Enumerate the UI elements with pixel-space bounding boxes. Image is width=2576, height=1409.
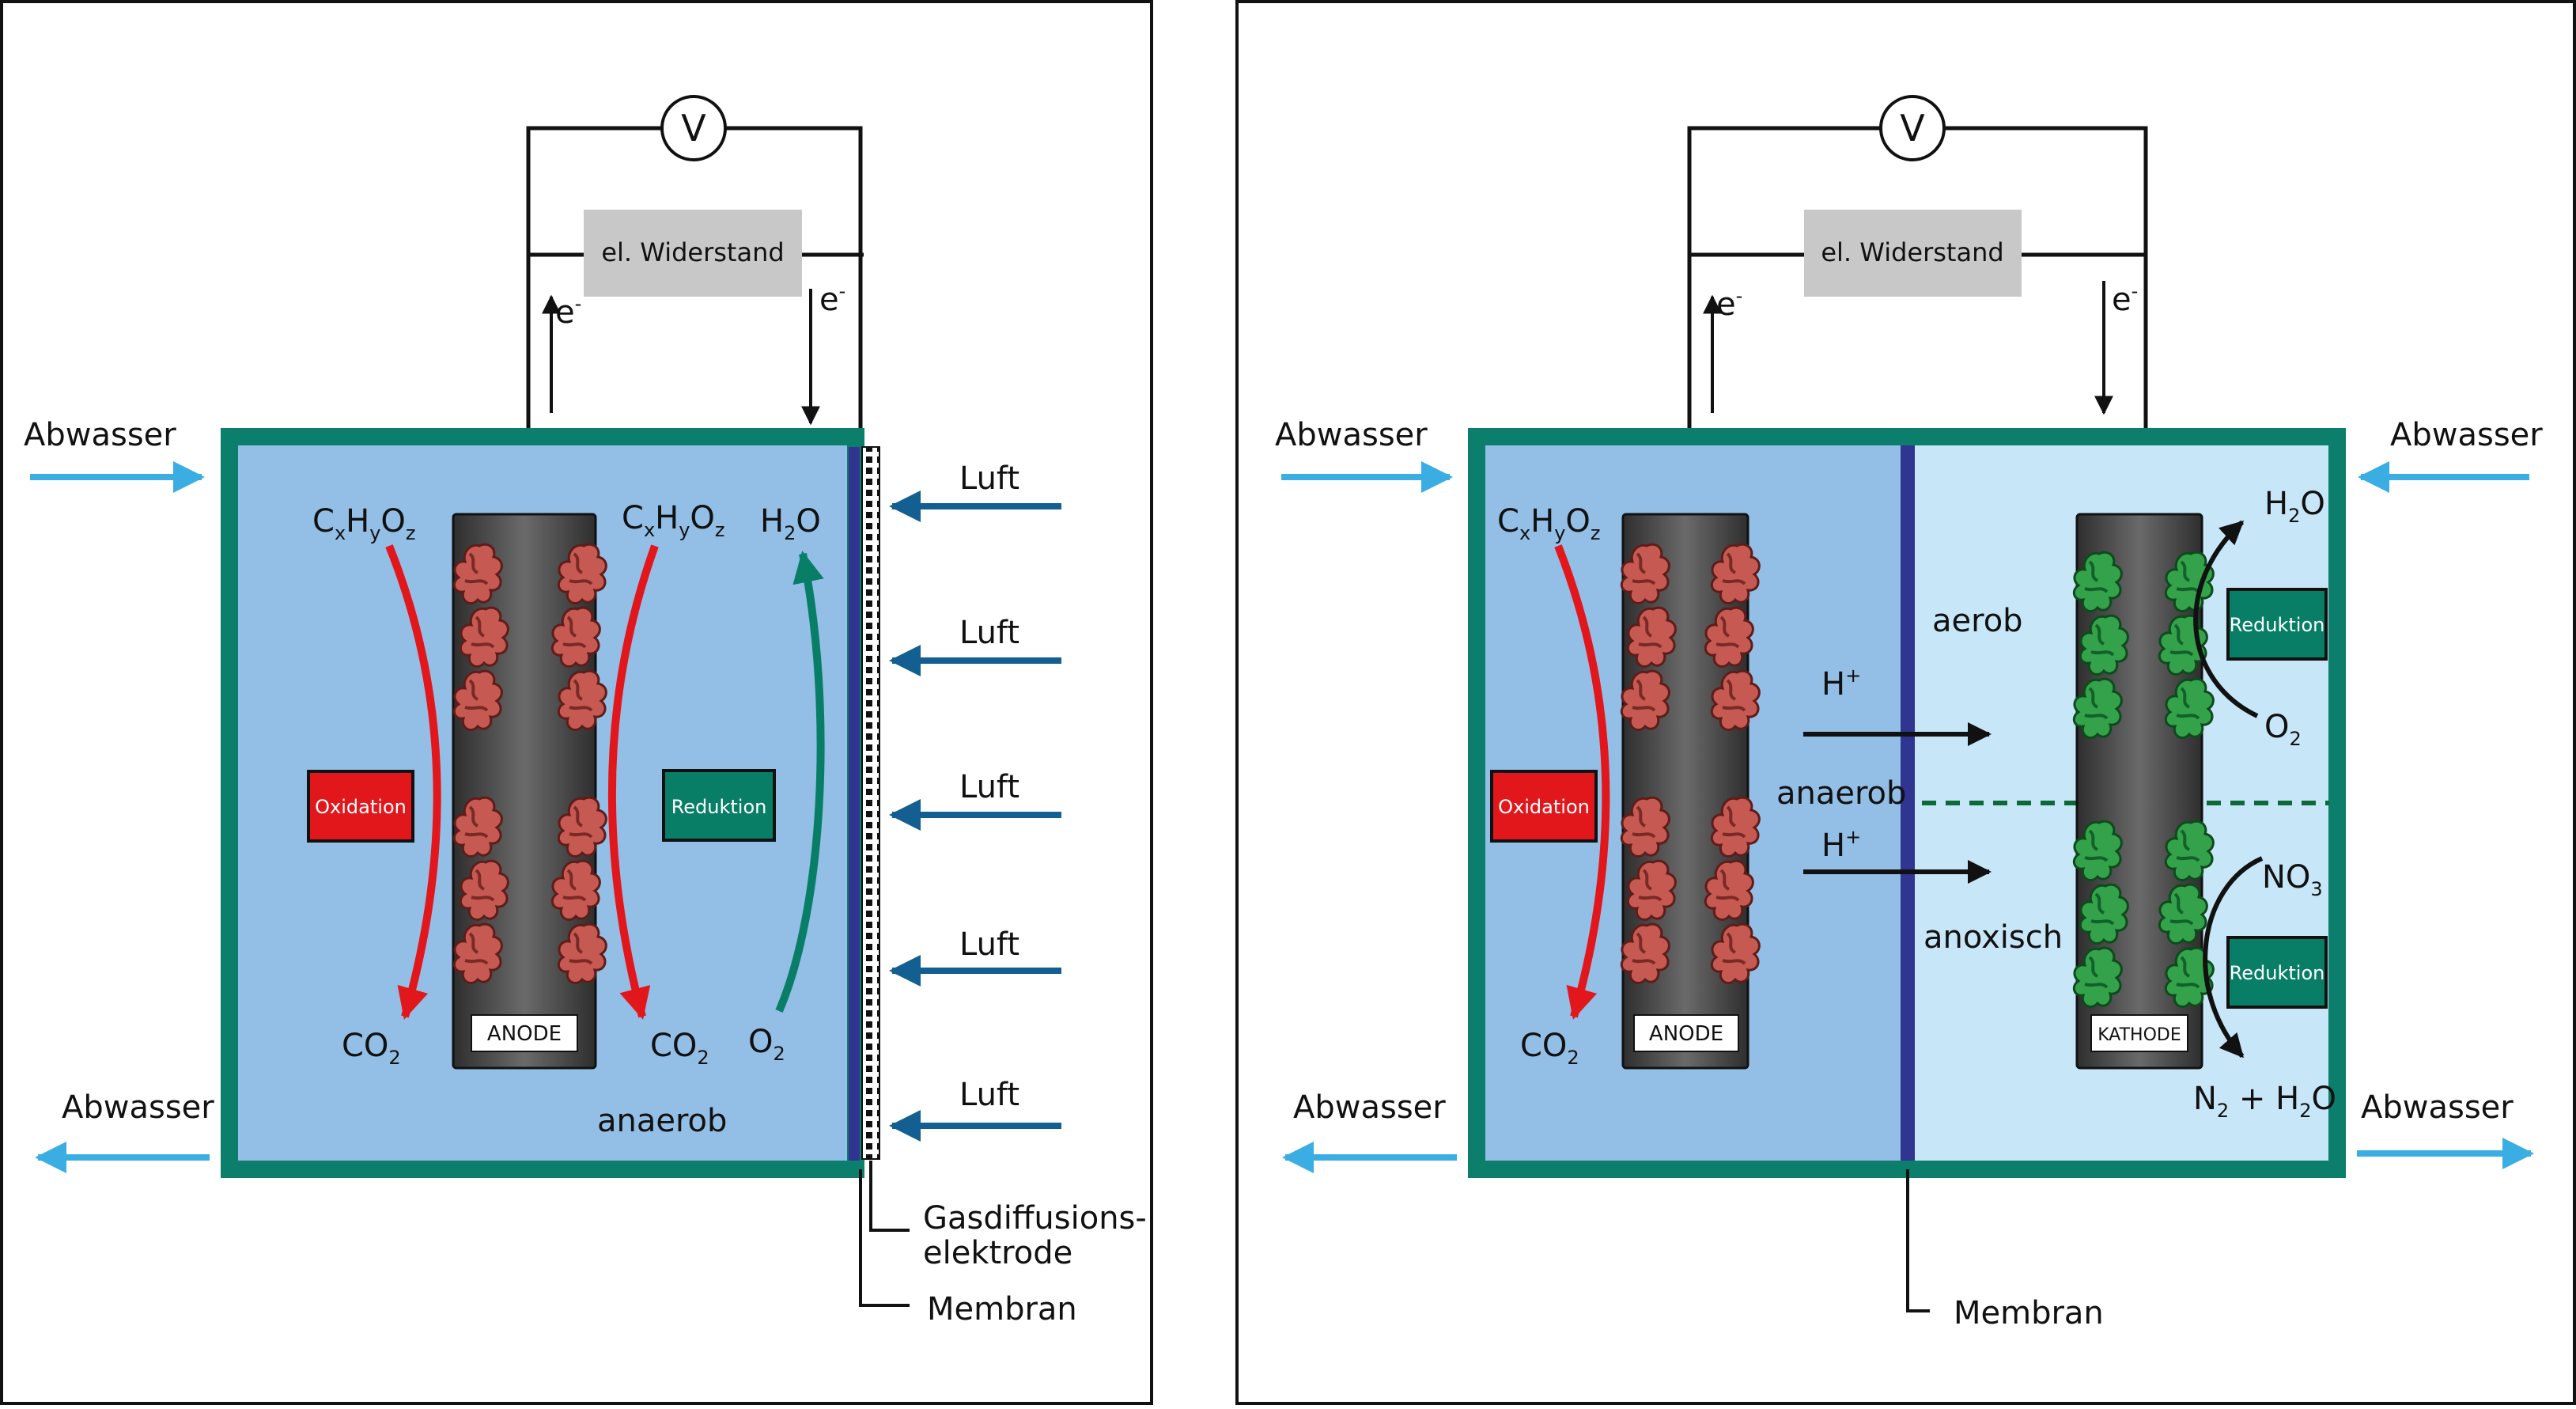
- left-anode-label: ANODE: [487, 1022, 562, 1046]
- right-voltmeter-label: V: [1900, 107, 1925, 150]
- right-membrane: [1901, 445, 1915, 1161]
- right-oxygen-reduction-arrow: [2193, 520, 2259, 718]
- svg-text:e-: e-: [2112, 280, 2138, 318]
- right-panel: V el. Widerstand e- e- Membran Abwasser …: [1235, 0, 2576, 1405]
- right-wastewater-out-left-label: Abwasser: [1293, 1089, 1446, 1126]
- right-electron-up-label: e: [1716, 286, 1736, 323]
- left-oxidation-box: [307, 770, 414, 843]
- left-reduction-label: Reduktion: [671, 796, 767, 818]
- right-reduction-label-1: Reduktion: [2230, 614, 2325, 636]
- right-anode-label: ANODE: [1649, 1022, 1723, 1046]
- left-oxidation-arrow-2: [608, 544, 659, 1020]
- left-oxidation-arrow-1: [385, 544, 441, 1020]
- right-proton-label-1: H+: [1821, 665, 1861, 703]
- air-label: Luft: [959, 926, 1019, 963]
- left-gde-label-2: elektrode: [923, 1235, 1072, 1271]
- right-oxidation-box: [1490, 770, 1598, 843]
- air-label: Luft: [959, 615, 1019, 651]
- right-proton-label-2: H+: [1821, 826, 1861, 864]
- left-o2-label: O2: [748, 1024, 785, 1065]
- right-reduction-box-2: [2226, 936, 2328, 1009]
- right-oxidation-arrow: [1554, 544, 1610, 1020]
- right-voltmeter: [1879, 95, 1946, 161]
- right-anoxisch-label: anoxisch: [1923, 919, 2063, 956]
- left-condition-label: anaerob: [597, 1103, 727, 1139]
- right-nitrate-label: NO3: [2262, 859, 2323, 900]
- right-nitrate-reduction-arrow: [2203, 856, 2264, 1059]
- right-membrane-label: Membran: [1954, 1295, 2104, 1331]
- left-membrane: [849, 447, 860, 1161]
- left-co2-label-2: CO2: [650, 1028, 709, 1069]
- left-wastewater-out-label: Abwasser: [62, 1089, 214, 1126]
- left-voltmeter-label: V: [681, 107, 706, 150]
- left-reduction-box: [662, 769, 776, 842]
- right-wastewater-in-left-label: Abwasser: [1275, 417, 1428, 453]
- left-anode-tag: [471, 1014, 578, 1052]
- right-cathode-tag: [2090, 1014, 2188, 1052]
- air-label: Luft: [959, 460, 1019, 497]
- air-label: Luft: [959, 769, 1019, 805]
- left-gde-label-1: Gasdiffusions-: [923, 1200, 1147, 1237]
- left-air-inlets: Luft Luft Luft Luft Luft: [889, 460, 1061, 1142]
- right-resistor: [1804, 210, 2022, 297]
- right-anaerob-label: anaerob: [1776, 775, 1906, 812]
- svg-text:e-: e-: [555, 293, 581, 331]
- air-label: Luft: [959, 1077, 1019, 1113]
- left-resistor-label: el. Widerstand: [601, 237, 784, 267]
- left-substrate-1: CxHyOz: [312, 503, 416, 544]
- left-co2-label-1: CO2: [342, 1028, 401, 1069]
- right-resistor-label: el. Widerstand: [1821, 237, 2003, 267]
- left-electron-down-label: e: [819, 282, 839, 318]
- left-resistor: [584, 210, 802, 297]
- right-reduction-box-1: [2226, 588, 2328, 661]
- left-voltmeter: [660, 95, 727, 161]
- left-oxidation-label: Oxidation: [315, 796, 407, 818]
- right-co2-label: CO2: [1520, 1028, 1579, 1069]
- left-wastewater-in-label: Abwasser: [24, 417, 176, 453]
- right-o2-label: O2: [2264, 709, 2302, 750]
- left-panel: V el. Widerstand e- e- Gasdiffusions- el…: [0, 0, 1153, 1405]
- right-water-label: H2O: [2264, 486, 2325, 527]
- svg-text:e-: e-: [1716, 285, 1742, 323]
- svg-text:e-: e-: [819, 280, 845, 318]
- left-gde-leader: [869, 1161, 910, 1232]
- left-substrate-2: CxHyOz: [622, 500, 725, 541]
- right-substrate-label: CxHyOz: [1497, 503, 1601, 544]
- right-aerob-label: aerob: [1932, 603, 2023, 639]
- right-cathode-label: KATHODE: [2097, 1025, 2181, 1045]
- right-membrane-leader: [1906, 1169, 1930, 1312]
- left-water-label: H2O: [760, 503, 821, 544]
- right-anode-tag: [1633, 1014, 1739, 1052]
- left-gas-diffusion-electrode: [861, 446, 880, 1160]
- left-membrane-label: Membran: [927, 1291, 1077, 1328]
- right-products-label: N2 + H2O: [2193, 1081, 2336, 1122]
- right-wastewater-out-right-label: Abwasser: [2361, 1089, 2514, 1126]
- right-oxidation-label: Oxidation: [1498, 796, 1590, 818]
- left-membrane-leader: [859, 1169, 910, 1307]
- right-reduction-label-2: Reduktion: [2230, 962, 2325, 984]
- right-electron-down-label: e: [2112, 282, 2132, 318]
- right-wastewater-in-right-label: Abwasser: [2390, 417, 2543, 453]
- left-electron-up-label: e: [555, 294, 575, 331]
- left-reduction-arrow: [775, 551, 825, 1013]
